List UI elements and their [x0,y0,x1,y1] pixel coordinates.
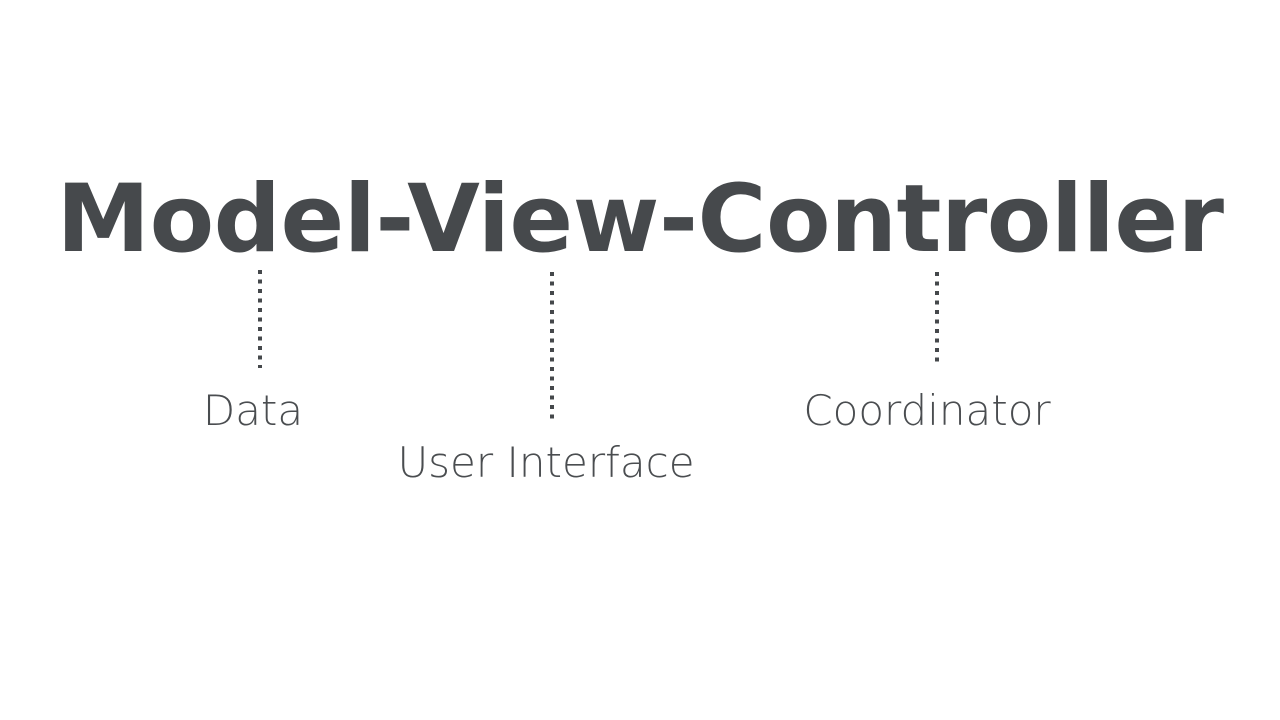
controller-connector-dotted-line [935,272,939,364]
model-caption-label: Data [202,386,304,435]
page-title: Model-View-Controller [56,165,1224,274]
view-connector-dotted-line [550,272,554,420]
controller-caption-label: Coordinator [803,386,1051,435]
model-connector-dotted-line [258,270,262,368]
view-caption-label: User Interface [397,438,695,487]
